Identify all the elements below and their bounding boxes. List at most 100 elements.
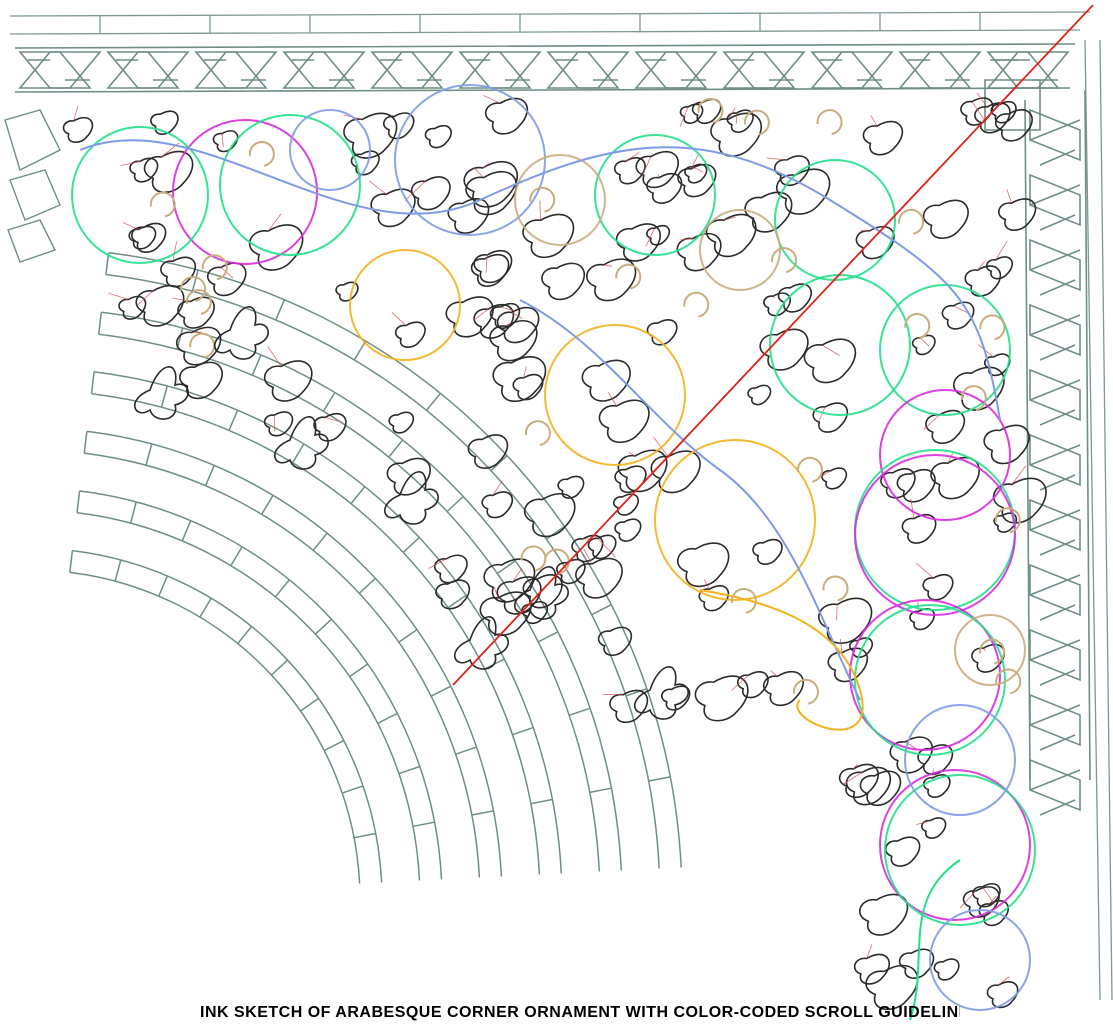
- scroll-circle: [394, 84, 546, 236]
- hairline: [971, 101, 986, 122]
- arabesque-shape: [597, 626, 632, 656]
- arabesque-shape: [370, 188, 416, 228]
- arabesque-shape: [382, 112, 415, 140]
- arch-segment: [341, 785, 364, 794]
- arabesque-shape: [496, 576, 542, 615]
- braid-link: [898, 51, 972, 89]
- hairline: [1011, 465, 1027, 485]
- arch-segment: [312, 532, 328, 551]
- hairline: [583, 548, 593, 565]
- arabesque-shape: [898, 948, 935, 979]
- hairline: [959, 890, 977, 909]
- hairline: [852, 763, 858, 770]
- arabesque-shape: [587, 534, 617, 560]
- scroll-circle: [879, 769, 1031, 921]
- braid-link: [1029, 303, 1081, 357]
- braid-link: [1029, 108, 1081, 162]
- scroll-circle: [929, 909, 1031, 1011]
- braid-link: [898, 51, 982, 89]
- hairline: [997, 976, 1010, 986]
- hairline: [506, 323, 512, 327]
- arabesque-shape: [541, 262, 586, 301]
- scroll-hook: [743, 109, 770, 136]
- leaf-motif: [633, 666, 689, 720]
- hairline: [995, 240, 1008, 261]
- scroll-hook: [697, 97, 724, 124]
- hairline: [920, 337, 929, 347]
- scroll-circle: [774, 159, 896, 281]
- arabesque-shape: [838, 763, 880, 798]
- hairline: [607, 392, 618, 407]
- braid-bar: [1029, 379, 1081, 426]
- arabesque-shape: [994, 109, 1033, 142]
- braid-link: [1029, 368, 1081, 422]
- arabesque-shape: [974, 102, 1011, 134]
- braid-link: [986, 51, 1070, 89]
- leaf-motif: [273, 416, 329, 470]
- arabesque-shape: [922, 774, 951, 798]
- braid-edge: [1024, 89, 1091, 781]
- arch-segment: [300, 697, 319, 712]
- braid-bar: [1029, 184, 1081, 231]
- scroll-hook: [793, 678, 819, 705]
- arabesque-shape: [598, 399, 650, 443]
- arabesque-shape: [394, 321, 426, 348]
- arabesque-shape: [522, 213, 575, 259]
- scroll-circle: [879, 389, 1011, 521]
- arch-segment: [314, 618, 333, 635]
- braid-link: [546, 51, 620, 89]
- arabesque-shape: [859, 770, 902, 806]
- scroll-circle: [849, 599, 1001, 751]
- scroll-hook: [904, 313, 931, 339]
- arabesque-shape: [424, 124, 452, 149]
- arabesque-shape: [522, 574, 563, 609]
- braid-bar: [1029, 314, 1081, 361]
- scroll-stem: [519, 299, 861, 701]
- scroll-hook: [771, 247, 798, 273]
- scroll-circle: [172, 119, 318, 265]
- scroll-stem: [79, 139, 1001, 421]
- braid-link: [458, 51, 542, 89]
- arabesque-shape: [489, 302, 521, 329]
- arabesque-shape: [884, 836, 921, 867]
- hairline: [843, 772, 863, 785]
- arabesque-shape: [467, 434, 509, 469]
- arch-segment: [402, 536, 420, 553]
- braid-link: [546, 51, 630, 89]
- hairline: [642, 156, 652, 175]
- scroll-circle: [349, 249, 461, 361]
- hairline: [703, 579, 710, 590]
- arabesque-shape: [556, 558, 586, 585]
- braid-link: [1029, 238, 1081, 292]
- scroll-circle: [544, 324, 686, 466]
- arabesque-shape: [911, 334, 936, 356]
- scroll-circle: [954, 614, 1026, 686]
- arch-segment: [158, 575, 168, 597]
- arabesque-shape: [909, 607, 935, 631]
- left-edge-bricks: [4, 109, 61, 263]
- arabesque-shape: [445, 296, 494, 338]
- arch-segment: [589, 787, 612, 794]
- braid-link: [370, 51, 454, 89]
- arabesque-shape: [129, 157, 159, 183]
- scroll-hook: [898, 208, 925, 235]
- braid-link: [106, 51, 180, 89]
- arch-segment: [625, 687, 648, 697]
- top-frame: [9, 11, 1113, 1001]
- arabesque-shape: [684, 163, 708, 184]
- arch-segment: [648, 776, 671, 782]
- braid-bar: [1029, 639, 1081, 686]
- scroll-circle: [904, 704, 1016, 816]
- arabesque-shape: [922, 573, 954, 601]
- arabesque-shape: [964, 265, 1002, 297]
- arabesque-shape: [489, 320, 538, 362]
- arabesque-shape: [386, 457, 431, 496]
- braid-bar: [292, 59, 354, 81]
- braid-link: [1029, 498, 1081, 552]
- hairline: [916, 820, 931, 825]
- scroll-hook: [248, 141, 275, 167]
- arch-segment: [270, 659, 289, 676]
- hairline: [923, 414, 940, 431]
- arch-segment: [353, 832, 376, 839]
- hairline: [690, 155, 699, 170]
